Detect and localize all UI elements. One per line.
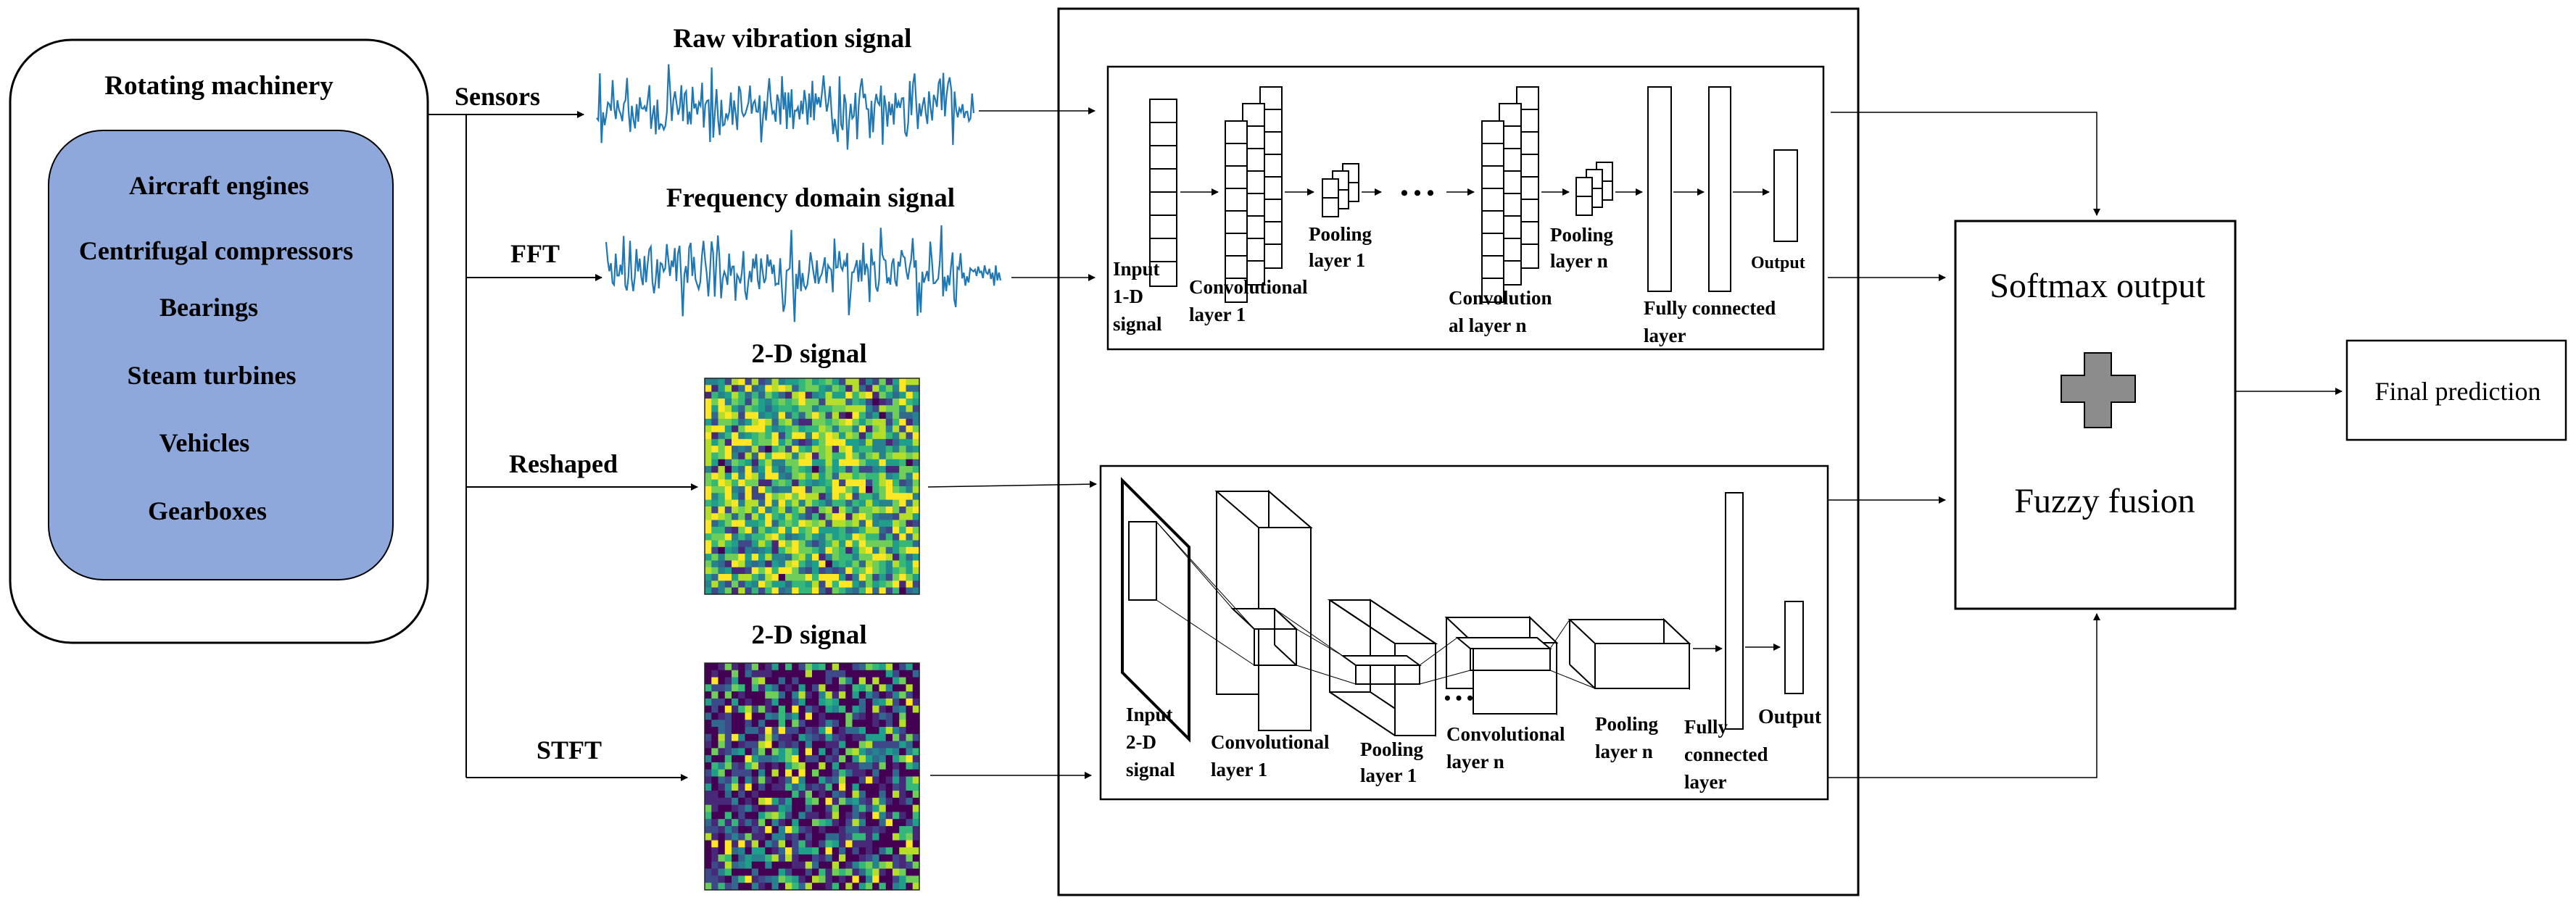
cnn-2d-dots: • • • [1444,688,1473,709]
cnn-2d-projection-lines [1156,521,1596,689]
network-to-fusion-connectors [1828,112,2100,778]
stft-2d-signal-heatmap [704,662,920,891]
frequency-domain-waveform [605,225,1002,322]
machinery-item-aircraft-engines: Aircraft engines [129,171,309,200]
cnn-2d-output-label: Output [1758,706,1822,728]
cnn-1d-fc-bar-2 [1708,86,1731,292]
cnn-2d-convn-label: Convolutional layer n [1446,723,1570,772]
cnn-2d-pool1-label: Pooling layer 1 [1360,738,1428,786]
cnn-2d-pooln-label: Pooling layer n [1595,713,1663,762]
twod-signal-title-reshaped: 2-D signal [751,339,866,369]
rotating-machinery-group: Rotating machinery Aircraft engines Cent… [9,38,429,644]
machinery-title: Rotating machinery [104,71,334,101]
cnn-2d-input-plane [1121,477,1190,743]
cnn-2d-conv1-label: Convolutional layer 1 [1211,731,1334,780]
raw-signal-title: Raw vibration signal [674,24,912,54]
cnn-1d-conv1-label: Convolutional layer 1 [1189,276,1312,325]
cnn-2d-fc-bar [1725,492,1744,730]
cnn-1d-conv1-stack [1225,86,1283,303]
cnn-1d-pooln-stack [1575,162,1613,216]
cnn-2d-convn-cube [1444,615,1559,716]
cnn-1d-convn-label: Convolution al layer n [1449,287,1557,336]
cnn-2d-pool1-cube [1327,599,1438,737]
cnn-1d-fc-bar-1 [1647,86,1672,292]
softmax-output-label: Softmax output [1989,267,2206,305]
cnn-1d-output-bar [1773,149,1798,242]
signal-to-network-arrows [927,107,1097,779]
cnn-2d-pooln-cube [1567,617,1691,691]
machinery-inner-box [48,130,394,580]
cnn-1d-pool1-stack [1322,163,1359,217]
frequency-signal-title: Frequency domain signal [666,183,955,213]
machinery-item-gearboxes: Gearboxes [148,496,267,525]
cnn-1d-dots: • • • [1401,181,1435,205]
cnn-2d-fc-label: Fully connected layer [1684,716,1773,793]
cnn-2d-conv1-cube [1214,489,1313,733]
branch-label-stft: STFT [537,736,602,765]
cnn-1d-output-label: Output [1751,254,1805,272]
cnn-1d-pooln-label: Pooling layer n [1550,224,1618,272]
branch-label-sensors: Sensors [455,82,540,111]
plus-icon [2061,352,2136,428]
fusion-block: Softmax output Fuzzy fusion [1954,220,2237,610]
final-prediction-label: Final prediction [2375,377,2541,406]
cnn-2d-output-bar [1784,601,1804,694]
cnn-2d-frame [1099,465,1829,801]
cnn-1d-convn-stack [1481,86,1539,303]
cnn-1d-input-label: Input 1-D signal [1113,258,1164,335]
cnn-2d-block: • • • Input 2-D signal Convolutional lay… [1099,465,1829,801]
cnn-1d-fc-label: Fully connected layer [1644,297,1781,346]
machinery-item-bearings: Bearings [160,293,258,322]
cnn-2d-input-label: Input 2-D signal [1126,704,1177,780]
machinery-item-vehicles: Vehicles [160,428,250,457]
branch-label-fft: FFT [510,239,560,268]
machinery-item-centrifugal-compressors: Centrifugal compressors [79,236,353,265]
cnn-1d-frame [1106,65,1825,351]
twod-signal-title-stft: 2-D signal [751,620,866,650]
final-prediction-box [2345,339,2567,441]
cnn-1d-pool1-label: Pooling layer 1 [1309,223,1377,271]
raw-vibration-waveform [596,64,975,150]
reshaped-2d-signal-heatmap [704,378,920,595]
branch-connectors [428,111,698,781]
cnn-1d-input-column [1149,99,1177,287]
networks-container [1057,7,1860,896]
cnn-1d-block: • • • Input 1-D signal [1106,65,1825,351]
branch-label-reshaped: Reshaped [509,449,618,478]
fuzzy-fusion-label: Fuzzy fusion [2014,482,2195,520]
machinery-item-steam-turbines: Steam turbines [128,361,297,390]
